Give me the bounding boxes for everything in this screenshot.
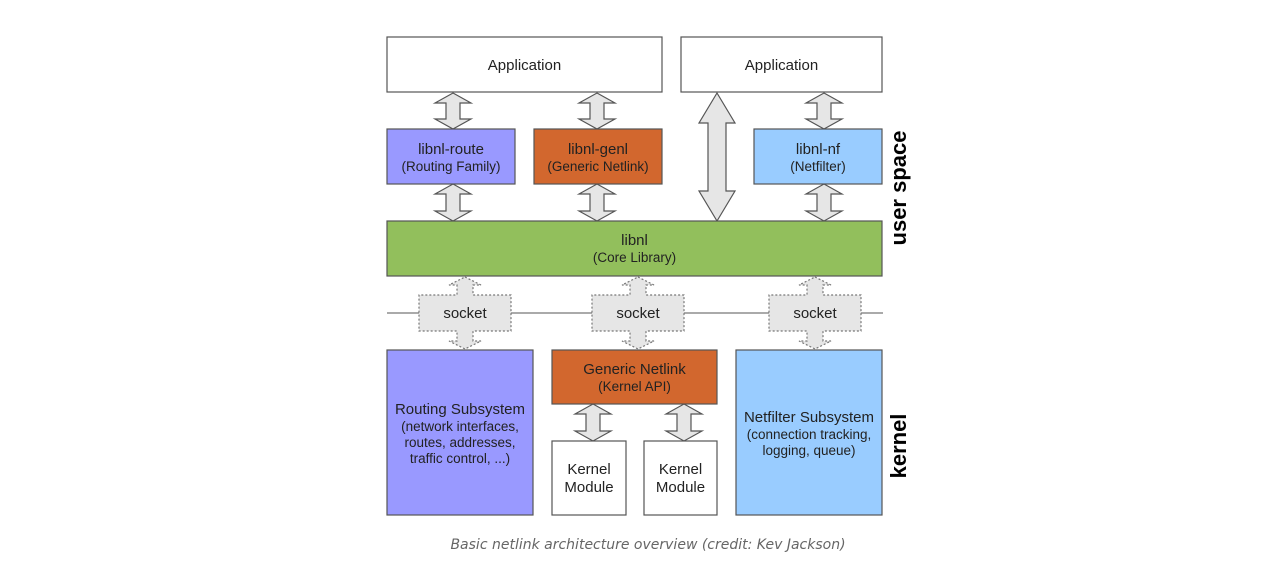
libnl-core-sub: (Core Library) — [593, 250, 676, 265]
libnl-route-box: libnl-route (Routing Family) — [386, 128, 516, 185]
user-space-label: user space — [886, 131, 911, 246]
double-arrow-icon — [697, 91, 737, 223]
application-label: Application — [488, 57, 561, 74]
double-arrow-icon — [576, 92, 618, 130]
netfilter-subsystem-line: (connection tracking, — [747, 427, 872, 442]
libnl-route-sub: (Routing Family) — [401, 159, 500, 174]
generic-netlink-sub: (Kernel API) — [598, 379, 671, 394]
routing-subsystem-line: routes, addresses, — [404, 435, 515, 450]
libnl-genl-sub: (Generic Netlink) — [547, 159, 648, 174]
socket-shape — [418, 276, 512, 350]
routing-subsystem-title: Routing Subsystem — [395, 401, 525, 418]
socket-shape — [591, 276, 685, 350]
socket-shape — [768, 276, 862, 350]
application-box-2: Application — [680, 36, 883, 93]
generic-netlink-kernel-box: Generic Netlink (Kernel API) — [551, 349, 718, 405]
application-box-1: Application — [386, 36, 663, 93]
libnl-route-name: libnl-route — [418, 141, 484, 158]
libnl-nf-sub: (Netfilter) — [790, 159, 846, 174]
libnl-genl-name: libnl-genl — [568, 141, 628, 158]
kernel-module-line: Kernel — [567, 461, 610, 478]
kernel-module-line: Kernel — [659, 461, 702, 478]
double-arrow-icon — [803, 92, 845, 130]
libnl-nf-box: libnl-nf (Netfilter) — [753, 128, 883, 185]
double-arrow-icon — [803, 183, 845, 222]
netfilter-subsystem-line: logging, queue) — [762, 443, 855, 458]
routing-subsystem-line: traffic control, ...) — [410, 451, 510, 466]
libnl-core-box: libnl (Core Library) — [386, 220, 883, 277]
double-arrow-icon — [663, 403, 705, 442]
figure-caption: Basic netlink architecture overview (cre… — [450, 537, 846, 553]
application-label: Application — [745, 57, 818, 74]
kernel-module-box-2: Kernel Module — [643, 440, 718, 516]
socket-connector: socket — [768, 276, 862, 350]
socket-label: socket — [793, 305, 837, 322]
libnl-core-name: libnl — [621, 232, 648, 249]
kernel-module-box-1: Kernel Module — [551, 440, 627, 516]
kernel-label: kernel — [886, 414, 911, 479]
socket-connector: socket — [418, 276, 512, 350]
routing-subsystem-box: Routing Subsystem (network interfaces, r… — [386, 349, 534, 516]
double-arrow-icon — [432, 92, 474, 130]
socket-connector: socket — [591, 276, 685, 350]
routing-subsystem-line: (network interfaces, — [401, 419, 519, 434]
libnl-nf-name: libnl-nf — [796, 141, 841, 158]
double-arrow-icon — [572, 403, 614, 442]
netfilter-subsystem-box: Netfilter Subsystem (connection tracking… — [735, 349, 883, 516]
libnl-genl-box: libnl-genl (Generic Netlink) — [533, 128, 663, 185]
double-arrow-icon — [576, 183, 618, 222]
kernel-module-line: Module — [656, 479, 705, 496]
socket-label: socket — [616, 305, 660, 322]
generic-netlink-name: Generic Netlink — [583, 361, 686, 378]
netfilter-subsystem-title: Netfilter Subsystem — [744, 409, 874, 426]
kernel-module-line: Module — [564, 479, 613, 496]
double-arrow-icon — [432, 183, 474, 222]
socket-label: socket — [443, 305, 487, 322]
